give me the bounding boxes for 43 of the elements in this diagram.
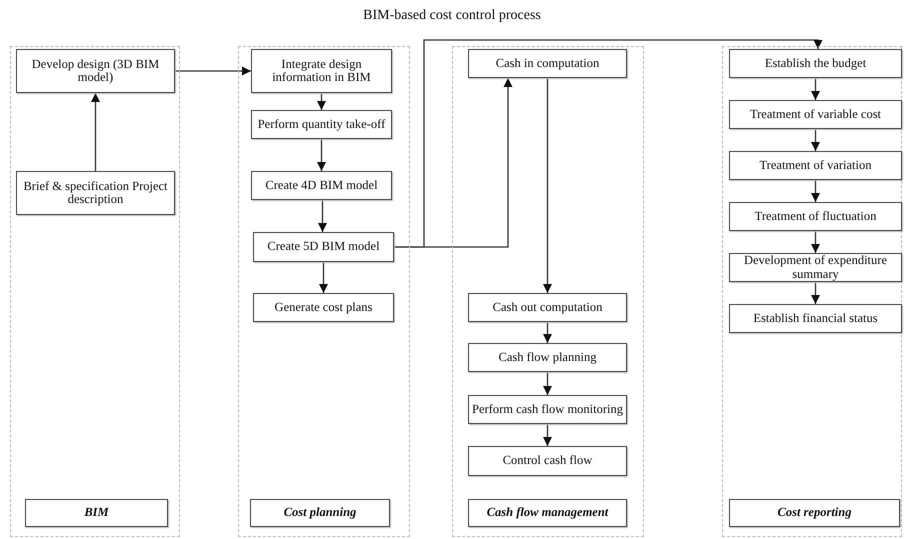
swimlane — [10, 46, 180, 537]
arrow — [317, 93, 326, 110]
diagram-title: BIM-based cost control process — [362, 8, 542, 24]
process-box: Treatment of variable cost — [729, 100, 902, 129]
arrow — [811, 231, 820, 253]
swimlane — [722, 46, 902, 537]
process-box: Perform quantity take-off — [251, 110, 392, 139]
lane-label-box: Cost planning — [250, 499, 390, 527]
arrow — [811, 282, 820, 304]
process-box: Create 5D BIM model — [253, 232, 394, 262]
arrow — [318, 200, 327, 232]
process-box: Establish the budget — [729, 49, 902, 78]
lane-label-box: Cash flow management — [468, 499, 627, 527]
arrow — [319, 262, 328, 293]
arrow — [543, 372, 552, 395]
process-box: Create 4D BIM model — [251, 171, 392, 200]
swimlane — [452, 46, 644, 537]
arrow — [317, 139, 326, 171]
arrow — [394, 39, 822, 248]
process-box: Develop design (3D BIM model) — [16, 49, 175, 93]
process-box: Brief & specification Project description — [16, 171, 175, 215]
arrow — [175, 66, 251, 76]
arrow — [91, 93, 100, 171]
process-box: Establish financial status — [729, 304, 902, 333]
process-box: Cash out computation — [468, 293, 627, 322]
arrow — [543, 322, 552, 343]
process-box: Control cash flow — [468, 446, 627, 476]
process-box: Integrate design information in BIM — [251, 49, 392, 93]
process-box: Treatment of variation — [729, 151, 902, 180]
lane-label-box: Cost reporting — [729, 499, 900, 527]
process-box: Treatment of fluctuation — [729, 202, 902, 231]
process-box: Generate cost plans — [253, 293, 394, 322]
arrow — [543, 78, 552, 293]
arrow — [543, 424, 552, 446]
process-box: Perform cash flow monitoring — [468, 395, 627, 424]
swimlane — [238, 46, 410, 537]
arrow — [811, 78, 820, 100]
arrow — [811, 180, 820, 202]
arrow — [811, 129, 820, 151]
lane-label-box: BIM — [25, 499, 168, 527]
process-box: Development of expenditure summary — [729, 253, 902, 282]
process-box: Cash flow planning — [468, 343, 627, 372]
process-box: Cash in computation — [468, 49, 627, 78]
